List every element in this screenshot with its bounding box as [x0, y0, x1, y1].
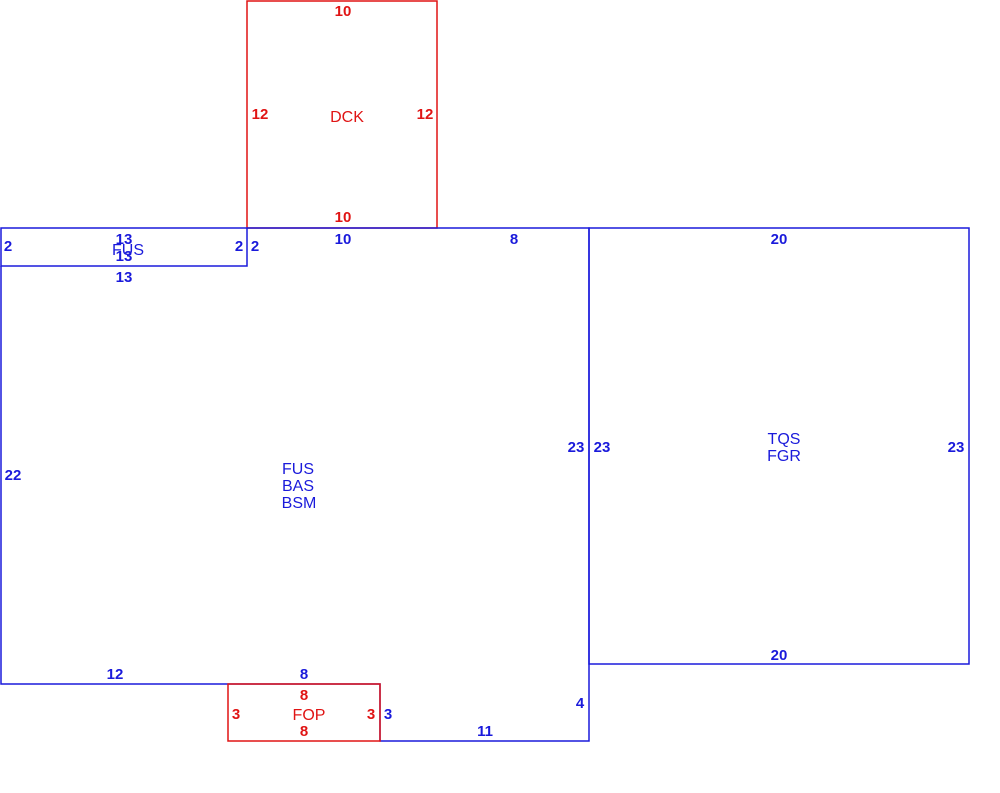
- main-code-3: BSM: [282, 495, 317, 512]
- fus-upper-dim-left: 2: [4, 238, 12, 255]
- main-dim-left: 22: [5, 467, 22, 484]
- main-dim-bottom-mid: 8: [300, 666, 308, 683]
- fop-dim-top: 8: [300, 687, 308, 704]
- deck-dim-left: 12: [252, 106, 269, 123]
- garage-code-1: TQS: [768, 431, 801, 448]
- main-code-1: FUS: [282, 461, 314, 478]
- fus-upper-area: 13 FUS 13 13 2 2: [0, 227, 248, 286]
- deck-dim-bottom: 10: [335, 209, 352, 226]
- fop-code: FOP: [293, 707, 326, 724]
- main-dim-top-right: 8: [510, 231, 518, 248]
- garage-dim-left: 23: [594, 439, 611, 456]
- fop-dim-bottom: 8: [300, 723, 308, 740]
- fus-upper-dim-bottom: 13: [116, 269, 133, 286]
- main-dim-right-lower: 4: [576, 695, 585, 712]
- deck-code: DCK: [330, 109, 364, 126]
- main-dim-step: 3: [384, 706, 392, 723]
- main-code-2: BAS: [282, 478, 314, 495]
- garage-area: 20 20 23 23 TQS FGR: [588, 227, 970, 665]
- fop-area: 8 8 3 3 FOP: [227, 683, 381, 742]
- fop-dim-right: 3: [367, 706, 375, 723]
- main-dim-bottom-right: 11: [477, 723, 493, 740]
- garage-dim-bottom: 20: [771, 647, 788, 664]
- fus-upper-code: FUS: [112, 242, 144, 259]
- main-dim-top-mid: 10: [335, 231, 352, 248]
- fus-upper-dim-right: 2: [235, 238, 243, 255]
- deck-dim-right: 12: [417, 106, 434, 123]
- fus-upper-dim-top: 13: [116, 231, 133, 248]
- garage-dim-top: 20: [771, 231, 788, 248]
- garage-outline: [588, 227, 970, 665]
- main-dim-bottom-left: 12: [107, 666, 124, 683]
- main-dim-top-left: 2: [251, 238, 259, 255]
- main-area: 2 10 8 22 23 12 8 3 11 4 FUS BAS BSM: [0, 227, 590, 742]
- main-dim-right: 23: [568, 439, 585, 456]
- garage-dim-right: 23: [948, 439, 965, 456]
- fop-dim-left: 3: [232, 706, 240, 723]
- fop-outline: [227, 683, 381, 742]
- deck-dim-top: 10: [335, 3, 352, 20]
- fus-upper-dim-top-2: 13: [116, 248, 133, 265]
- fus-upper-outline: [0, 227, 248, 267]
- garage-code-2: FGR: [767, 448, 801, 465]
- deck-area: 10 12 12 10 DCK: [246, 0, 438, 229]
